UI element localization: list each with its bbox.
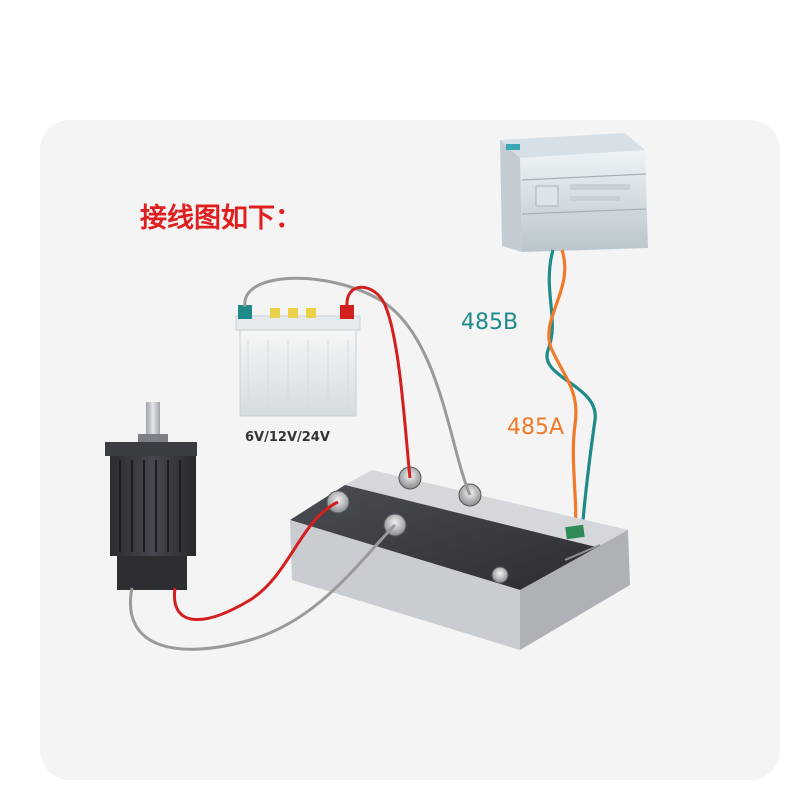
label-485a: 485A (507, 415, 564, 440)
battery-voltage-label: 6V/12V/24V (245, 430, 330, 445)
diagram-title: 接线图如下： (140, 203, 302, 234)
plc-module (500, 133, 648, 252)
battery-icon (236, 305, 360, 416)
label-485b: 485B (461, 310, 518, 335)
